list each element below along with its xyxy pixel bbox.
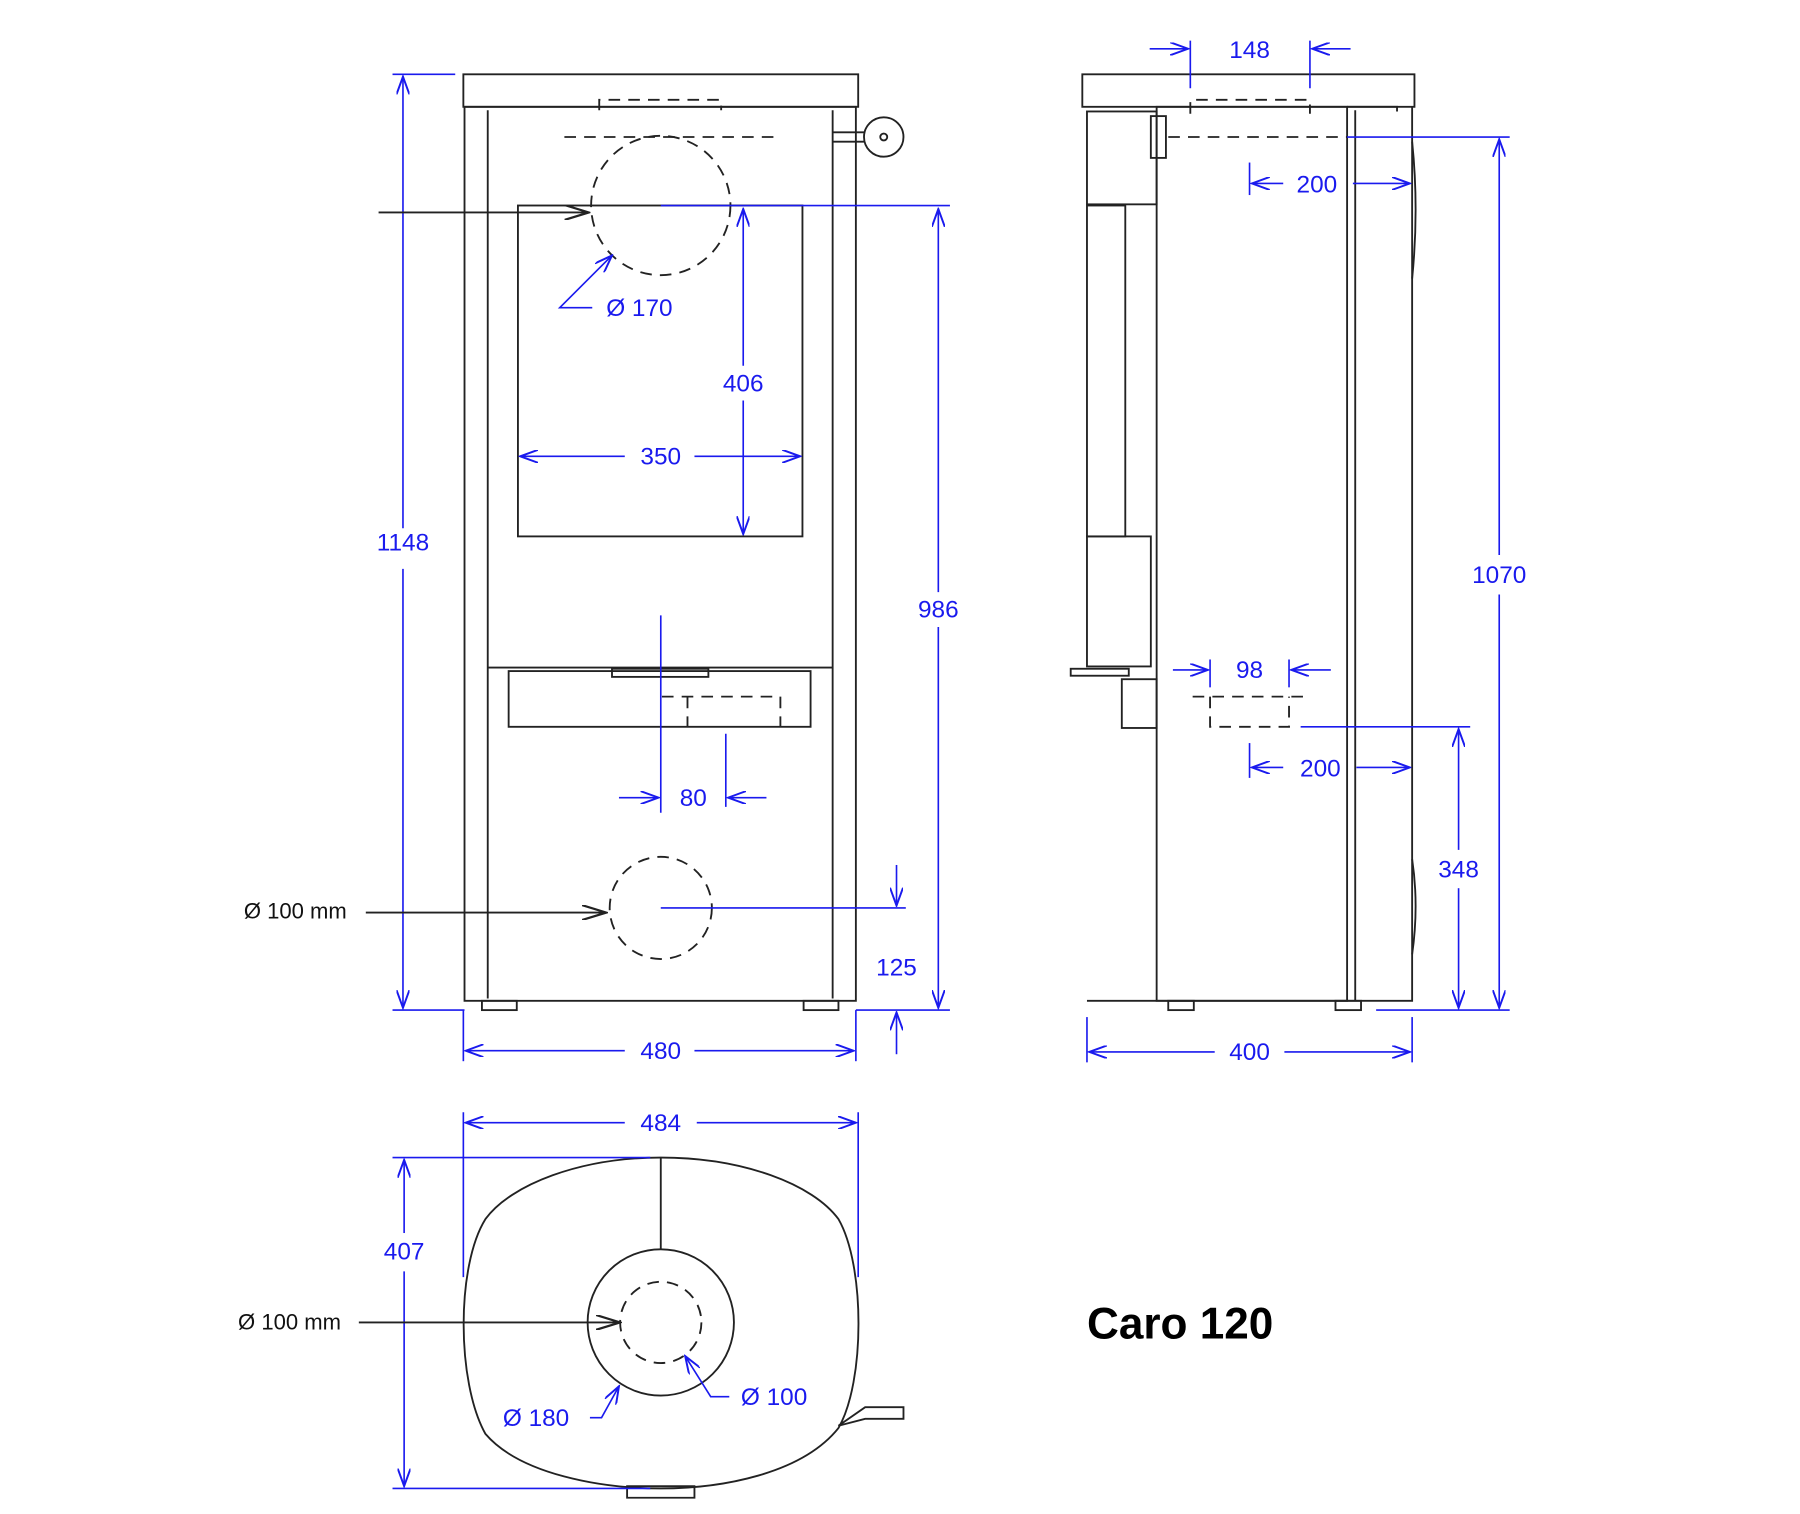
dim-rear-outlet-height: 1070 [1472, 562, 1526, 589]
dim-flue-center-height: 986 [918, 597, 959, 624]
dim-flue-diameter: Ø 170 [606, 295, 672, 322]
model-title: Caro 120 [1087, 1300, 1273, 1349]
dim-outer-diameter: Ø 180 [503, 1405, 569, 1432]
dim-total-height: 1148 [377, 529, 429, 556]
dim-air-inlet-height: 125 [876, 954, 917, 981]
side-view: 148 200 1070 98 200 348 400 [1069, 37, 1526, 1066]
label-air-inlet: Ø 100 mm [244, 898, 347, 923]
front-view: 1148 Ø 170 406 350 986 80 Ø 100 mm 125 4… [244, 73, 959, 1065]
dim-depth: 400 [1229, 1039, 1270, 1066]
dim-air-depth: 98 [1236, 657, 1263, 684]
dim-flue-depth: 148 [1229, 37, 1270, 64]
dim-air-offset: 80 [680, 785, 707, 812]
dim-inner-diameter: Ø 100 [741, 1384, 807, 1411]
dim-rear-clearance-bottom: 200 [1300, 756, 1341, 783]
top-view: 484 407 Ø 100 mm Ø 180 Ø 100 [238, 1110, 905, 1499]
dim-width: 480 [640, 1038, 681, 1065]
dim-top-width: 484 [640, 1110, 681, 1137]
dim-rear-clearance-top: 200 [1297, 172, 1338, 199]
dim-top-depth: 407 [384, 1239, 425, 1266]
dim-rear-air-height: 348 [1438, 857, 1479, 884]
dim-window-width: 350 [640, 443, 681, 470]
label-top-air-inlet: Ø 100 mm [238, 1309, 341, 1334]
dim-window-height: 406 [723, 370, 764, 397]
